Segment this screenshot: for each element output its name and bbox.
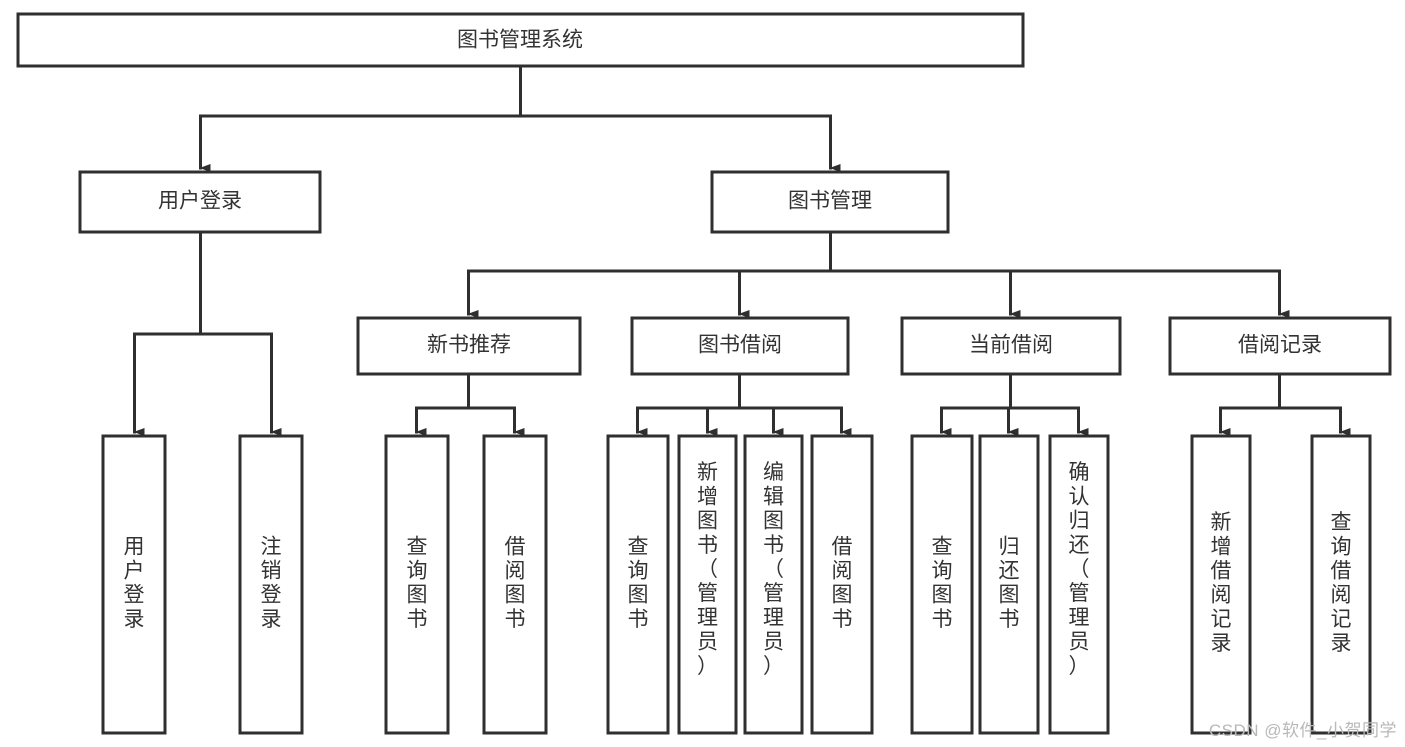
leaf-node[interactable]: 借阅图书 (810, 434, 874, 735)
leaf-node-box[interactable] (978, 434, 1040, 735)
leaf-node-label: 借阅图书 (505, 535, 526, 631)
leaf-node-label: 查询图书 (407, 535, 428, 631)
leaf-node[interactable]: 注销登录 (238, 434, 304, 735)
leaf-node-layer: 用户登录 注销登录 查询图书 借阅图书 查询图书 新增图书（管理员） 编辑图书（管理员） 借阅… (101, 434, 1372, 735)
leaf-node[interactable]: 借阅图书 (482, 434, 548, 735)
leaf-node-label: 查询图书 (932, 535, 953, 631)
leaf-node[interactable]: 查询借阅记录 (1310, 434, 1372, 735)
node-root-system[interactable]: 图书管理系统 (16, 12, 1025, 68)
leaf-node[interactable]: 查询图书 (384, 434, 450, 735)
node-user-login-label: 用户登录 (158, 190, 242, 213)
leaf-node[interactable]: 新增图书（管理员） (677, 434, 738, 735)
leaf-node[interactable]: 编辑图书（管理员） (743, 434, 804, 735)
leaf-node-label: 确认归还（管理员） (1069, 461, 1090, 678)
node-book-borrow-box[interactable] (630, 316, 850, 376)
node-borrow-record[interactable]: 借阅记录 (1168, 316, 1392, 376)
node-current-borrow[interactable]: 当前借阅 (900, 316, 1122, 376)
leaf-node-box[interactable] (810, 434, 874, 735)
node-root-box[interactable] (16, 12, 1025, 68)
leaf-node[interactable]: 归还图书 (978, 434, 1040, 735)
leaf-node-box[interactable] (910, 434, 974, 735)
leaf-node[interactable]: 新增借阅记录 (1190, 434, 1252, 735)
leaf-node-label: 借阅图书 (832, 535, 853, 631)
leaf-node-label: 用户登录 (124, 535, 145, 631)
leaf-node-box[interactable] (384, 434, 450, 735)
node-current-borrow-box[interactable] (900, 316, 1122, 376)
leaf-node[interactable]: 用户登录 (101, 434, 167, 735)
leaf-node-label: 编辑图书（管理员） (763, 461, 784, 678)
leaf-node-label: 新增借阅记录 (1211, 511, 1232, 655)
leaf-node-box[interactable] (743, 434, 804, 735)
node-current-borrow-label: 当前借阅 (969, 334, 1053, 357)
node-new-book-recommend-box[interactable] (356, 316, 582, 376)
node-user-login-box[interactable] (78, 170, 322, 234)
node-new-book-recommend-label: 新书推荐 (427, 334, 511, 357)
node-book-manage-label: 图书管理 (788, 190, 872, 213)
leaf-node[interactable]: 确认归还（管理员） (1048, 434, 1110, 735)
leaf-node-box[interactable] (1048, 434, 1110, 735)
leaf-node-label: 查询图书 (628, 535, 649, 631)
leaf-node-box[interactable] (606, 434, 670, 735)
leaf-node-box[interactable] (101, 434, 167, 735)
node-borrow-record-box[interactable] (1168, 316, 1392, 376)
leaf-node-box[interactable] (677, 434, 738, 735)
leaf-node-label: 注销登录 (261, 535, 282, 631)
leaf-node-label: 查询借阅记录 (1331, 511, 1352, 655)
connector-lines (133, 64, 1351, 436)
leaf-node[interactable]: 查询图书 (606, 434, 670, 735)
node-user-login[interactable]: 用户登录 (78, 170, 322, 234)
node-book-manage[interactable]: 图书管理 (710, 170, 950, 234)
leaf-node-box[interactable] (1310, 434, 1372, 735)
leaf-node-box[interactable] (238, 434, 304, 735)
leaf-node-box[interactable] (482, 434, 548, 735)
node-root-label: 图书管理系统 (457, 29, 583, 52)
node-book-manage-box[interactable] (710, 170, 950, 234)
leaf-node-box[interactable] (1190, 434, 1252, 735)
node-book-borrow[interactable]: 图书借阅 (630, 316, 850, 376)
node-new-book-recommend[interactable]: 新书推荐 (356, 316, 582, 376)
node-book-borrow-label: 图书借阅 (698, 334, 782, 357)
leaf-node-label: 新增图书（管理员） (697, 461, 718, 678)
node-borrow-record-label: 借阅记录 (1238, 334, 1322, 357)
leaf-node-label: 归还图书 (999, 535, 1020, 631)
leaf-node[interactable]: 查询图书 (910, 434, 974, 735)
